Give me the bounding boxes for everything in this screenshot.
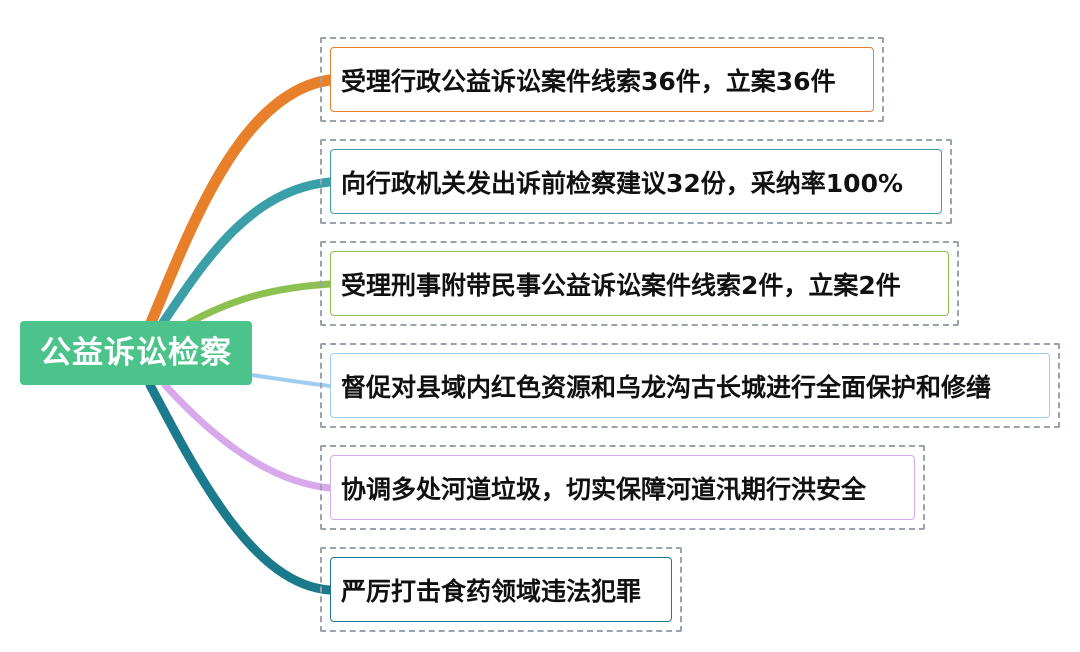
leaf-node-2-text: 受理刑事附带民事公益诉讼案件线索2件，立案2件 [341, 270, 901, 300]
leaf-node-2: 受理刑事附带民事公益诉讼案件线索2件，立案2件 [320, 241, 959, 326]
branch-2 [181, 280, 334, 329]
root-node: 公益诉讼检察 [20, 321, 252, 385]
leaf-node-5-inner: 严厉打击食药领域违法犯罪 [330, 557, 672, 622]
branch-1 [155, 177, 335, 332]
leaf-node-0-text: 受理行政公益诉讼案件线索36件，立案36件 [341, 66, 836, 96]
leaf-node-4-inner: 协调多处河道垃圾，切实保障河道汛期行洪安全 [330, 455, 915, 520]
leaf-node-1: 向行政机关发出诉前检察建议32份，采纳率100% [320, 139, 952, 224]
leaf-node-3-inner: 督促对县域内红色资源和乌龙沟古长城进行全面保护和修缮 [330, 353, 1050, 418]
branch-4 [161, 381, 334, 492]
leaf-node-3-text: 督促对县域内红色资源和乌龙沟古长城进行全面保护和修缮 [341, 372, 992, 402]
leaf-node-4-text: 协调多处河道垃圾，切实保障河道汛期行洪安全 [341, 474, 867, 504]
leaf-node-0-inner: 受理行政公益诉讼案件线索36件，立案36件 [330, 47, 874, 112]
leaf-node-0: 受理行政公益诉讼案件线索36件，立案36件 [320, 37, 884, 122]
leaf-node-1-text: 向行政机关发出诉前检察建议32份，采纳率100% [341, 168, 904, 198]
leaf-node-3: 督促对县域内红色资源和乌龙沟古长城进行全面保护和修缮 [320, 343, 1060, 428]
leaf-node-5: 严厉打击食药领域违法犯罪 [320, 547, 682, 632]
leaf-node-5-text: 严厉打击食药领域违法犯罪 [341, 576, 642, 606]
leaf-node-4: 协调多处河道垃圾，切实保障河道汛期行洪安全 [320, 445, 925, 530]
branch-5 [145, 380, 335, 595]
branch-3 [250, 373, 332, 388]
leaf-node-1-inner: 向行政机关发出诉前检察建议32份，采纳率100% [330, 149, 942, 214]
branch-0 [144, 74, 336, 331]
leaf-node-2-inner: 受理刑事附带民事公益诉讼案件线索2件，立案2件 [330, 251, 949, 316]
